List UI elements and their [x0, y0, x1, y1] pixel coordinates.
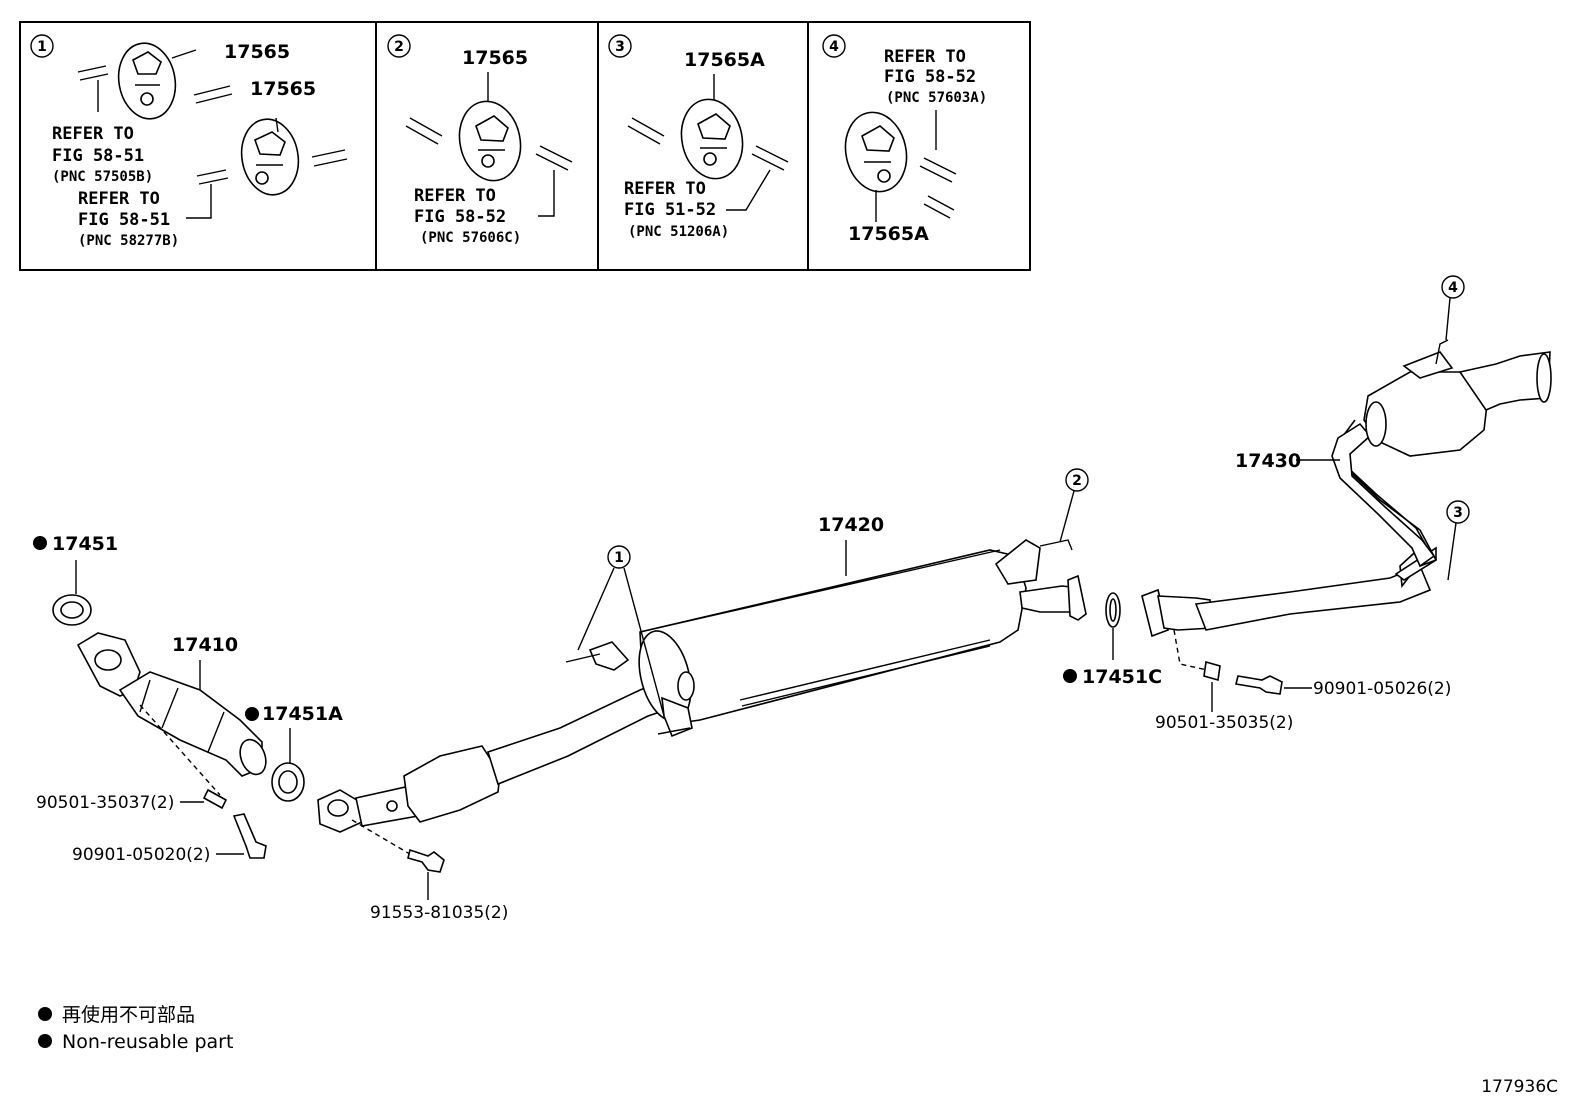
part-17451A: 17451A: [262, 703, 343, 725]
rubber-hanger-icon: [117, 42, 177, 120]
refer-to-2: REFER TO: [414, 186, 496, 206]
legend-japanese: 再使用不可部品: [62, 1004, 195, 1026]
rubber-hanger-icon: [680, 98, 744, 180]
tail-pipe-17430: [1194, 564, 1432, 631]
rubber-hanger-icon: [240, 118, 300, 196]
rubber-hanger-icon: [844, 111, 908, 193]
part-90901-05026: 90901-05026(2): [1313, 679, 1451, 699]
pnc-4: (PNC 57603A): [886, 90, 987, 106]
pnc-1b: (PNC 58277B): [78, 233, 179, 249]
callout-1: 1: [614, 550, 624, 566]
fig-1a: FIG 58-51: [52, 146, 144, 166]
part-91553-81035: 91553-81035(2): [370, 903, 508, 923]
refer-to-1b: REFER TO: [78, 189, 160, 209]
part-17420: 17420: [818, 514, 884, 536]
part-90901-05020: 90901-05020(2): [72, 845, 210, 865]
figure-code: 177936C: [1481, 1077, 1558, 1097]
part-17565-a: 17565: [224, 41, 290, 63]
center-catalyst: [403, 745, 501, 823]
bolt-90901-05026: [1235, 675, 1283, 695]
inset-panels: 1 17565 17565: [19, 21, 1031, 271]
inset-2-number: 2: [394, 39, 404, 55]
part-17565A-a: 17565A: [684, 49, 765, 71]
part-90501-35035: 90501-35035(2): [1155, 713, 1293, 733]
callout-2: 2: [1072, 473, 1082, 489]
pnc-2: (PNC 57606C): [420, 230, 521, 246]
bolt-90901-05020: [232, 813, 267, 859]
legend: 再使用不可部品 Non-reusable part: [38, 1004, 233, 1053]
main-muffler-17420: [639, 549, 1027, 725]
inset-3: 3 17565A REFER TO FIG 51-52 (PNC 51206A): [608, 34, 789, 240]
pnc-1a: (PNC 57505B): [52, 169, 153, 185]
center-pipe-group: 17420 1 2 91553-81035(2): [317, 468, 1089, 923]
callout-3: 3: [1453, 505, 1463, 521]
fig-2: FIG 58-52: [414, 207, 506, 227]
fig-4: FIG 58-52: [884, 67, 976, 87]
fig-3: FIG 51-52: [624, 200, 716, 220]
refer-to-3: REFER TO: [624, 179, 706, 199]
bolt-91553-81035: [407, 848, 445, 873]
fig-1b: FIG 58-51: [78, 210, 170, 230]
inset-4: 4 REFER TO FIG 58-52 (PNC 57603A) 17565A: [822, 34, 987, 245]
inset-1: 1 17565 17565: [30, 34, 348, 249]
legend-english: Non-reusable part: [62, 1031, 233, 1053]
callout-4: 4: [1448, 280, 1458, 296]
part-17565-b: 17565: [250, 78, 316, 100]
inset-3-number: 3: [615, 39, 625, 55]
inset-1-number: 1: [37, 39, 47, 55]
spring-90501-35037: [202, 788, 228, 810]
part-17565A-b: 17565A: [848, 223, 929, 245]
part-17565-c: 17565: [462, 47, 528, 69]
part-17451: 17451: [52, 533, 118, 555]
part-90501-35037: 90501-35037(2): [36, 793, 174, 813]
non-reusable-marker-icon: [38, 1034, 52, 1048]
part-17430: 17430: [1235, 450, 1301, 472]
front-pipe-group: 17451 17410 17451A 90501-35037(2) 90901-…: [33, 533, 343, 865]
tail-pipe-group: 17451C 4 3 17430 90501-35035(2) 90: [1063, 275, 1552, 733]
part-17451C: 17451C: [1082, 666, 1162, 688]
rubber-hanger-icon: [458, 100, 522, 182]
refer-to-4: REFER TO: [884, 47, 966, 67]
inset-4-number: 4: [829, 39, 839, 55]
part-17410: 17410: [172, 634, 238, 656]
refer-to-1a: REFER TO: [52, 124, 134, 144]
pnc-3: (PNC 51206A): [628, 224, 729, 240]
inset-2: 2 17565 REFER TO FIG 58-52 (PNC 57606C): [387, 34, 573, 246]
non-reusable-marker-icon: [38, 1007, 52, 1021]
spring-90501-35035: [1203, 660, 1221, 682]
